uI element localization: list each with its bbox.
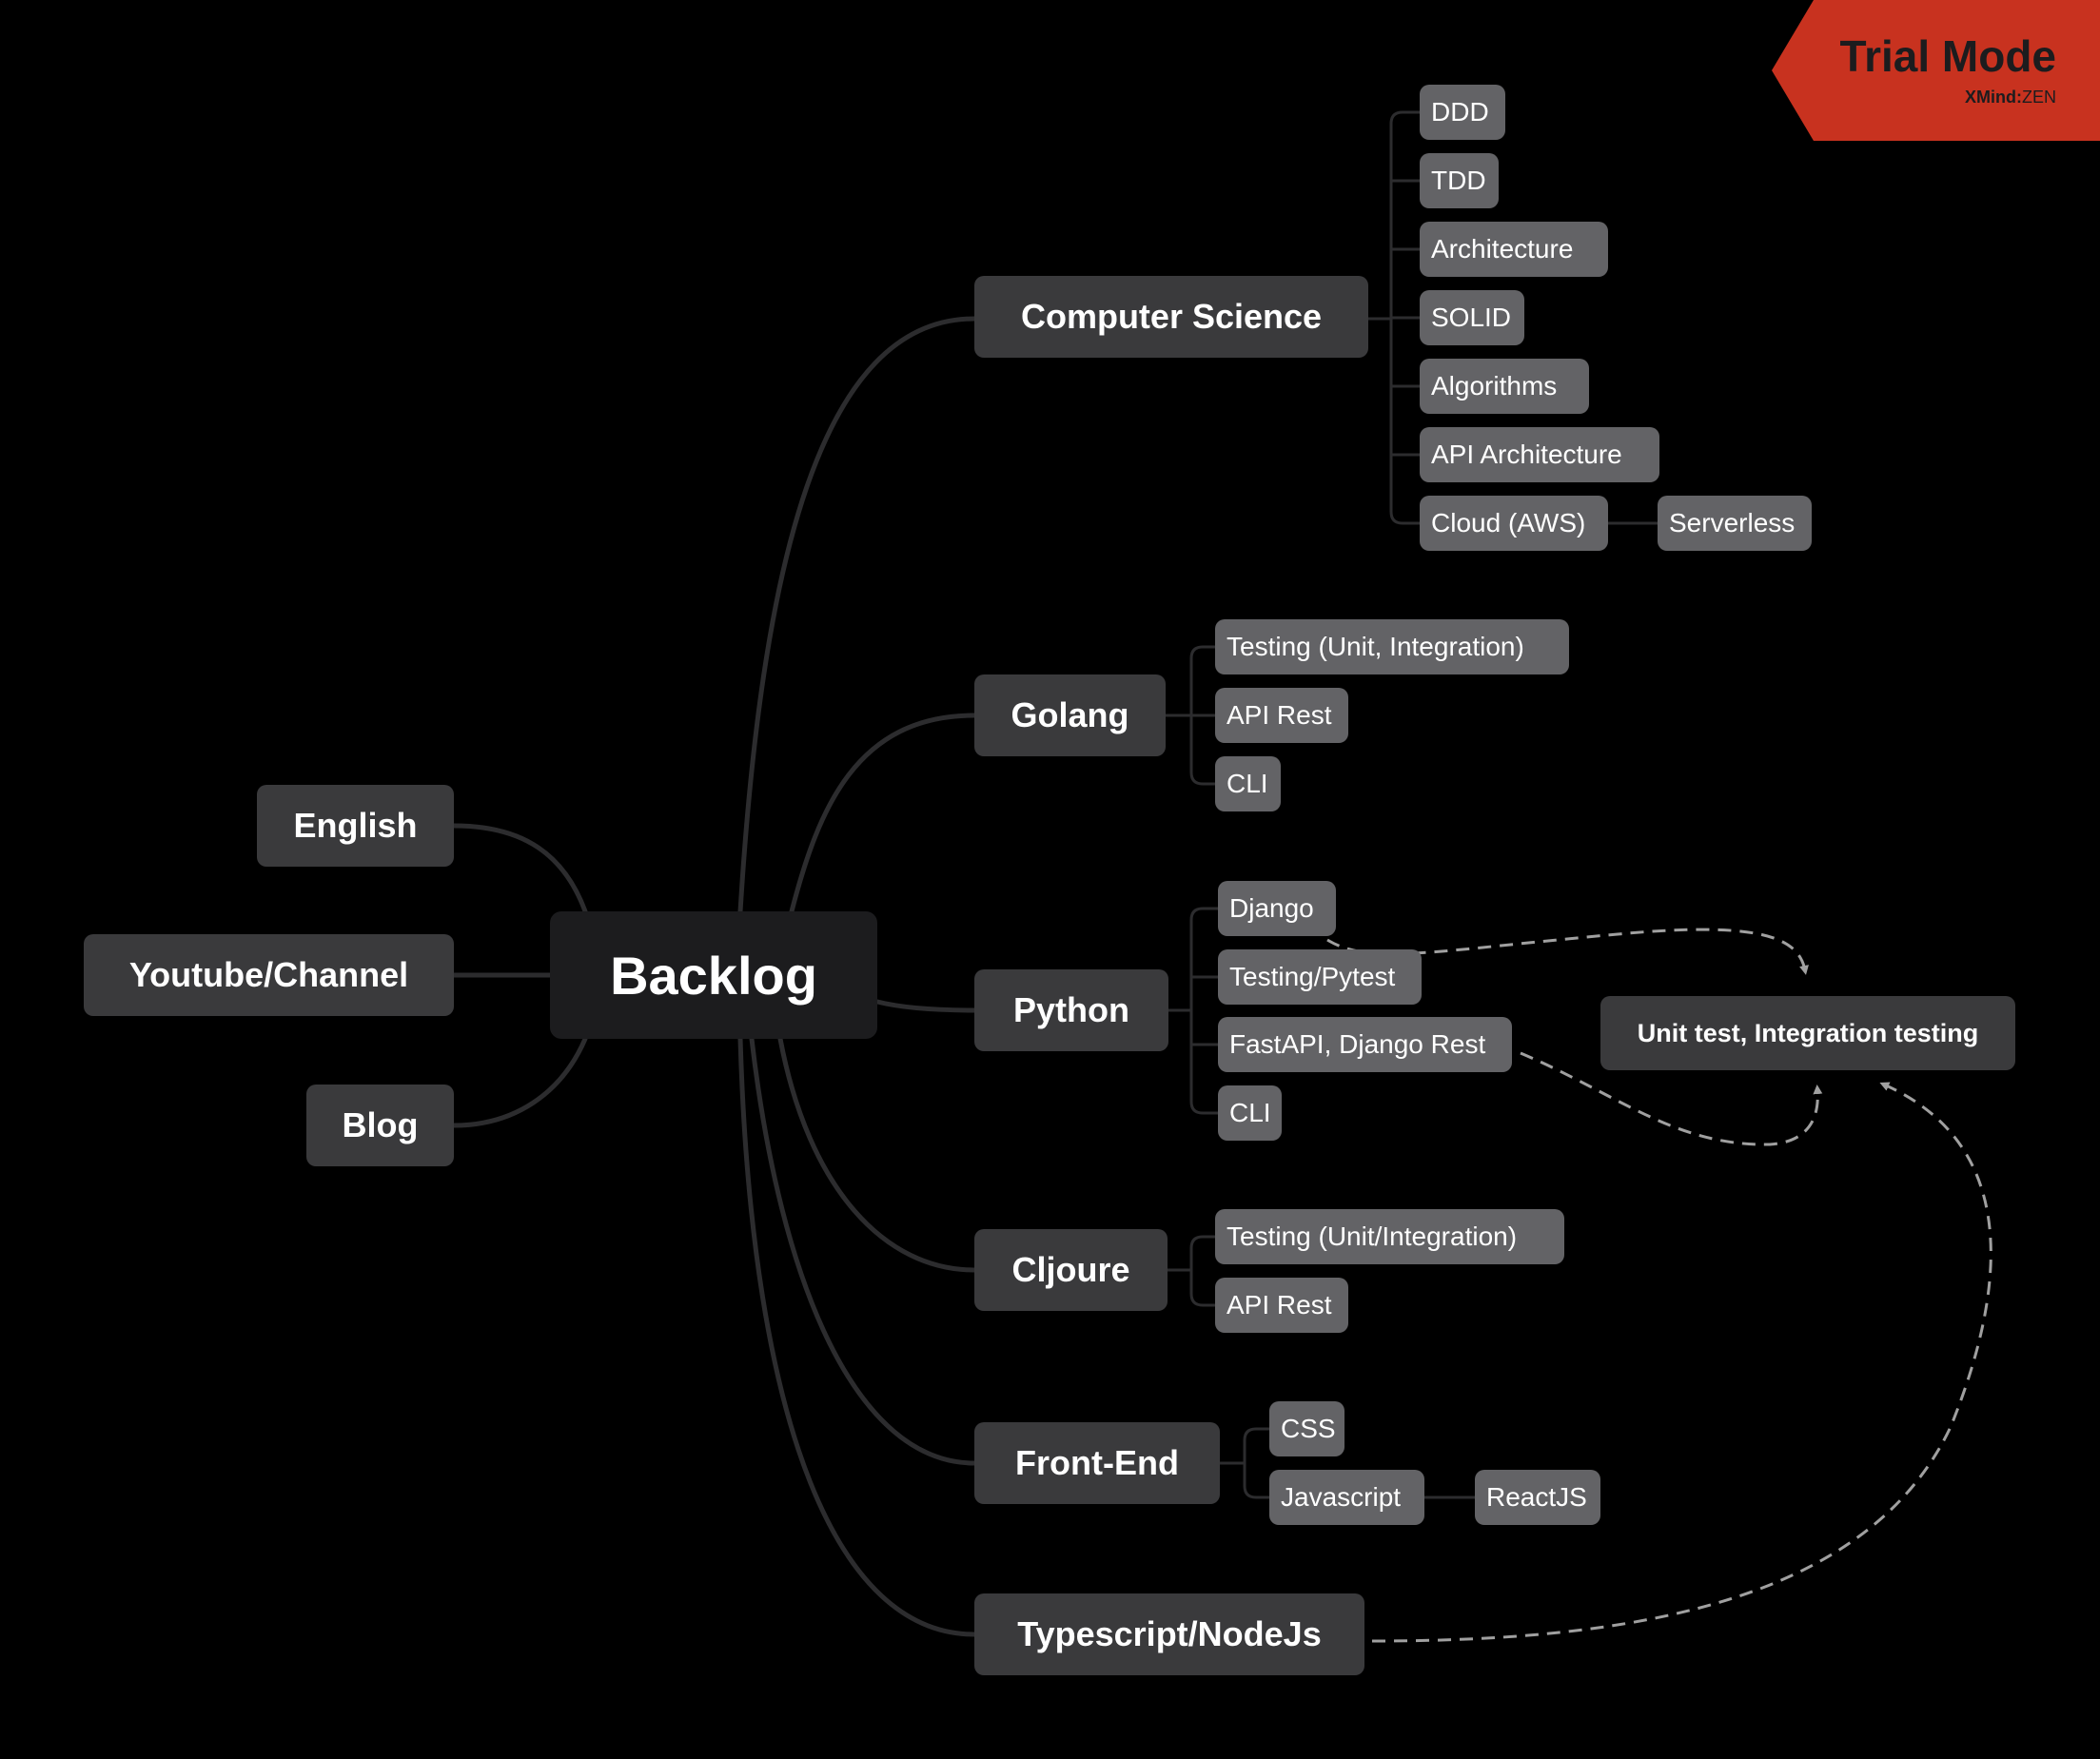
branch-computer-science (737, 316, 977, 914)
subtopic-javascript[interactable]: Javascript (1269, 1470, 1424, 1525)
brand-name: XMind (1965, 88, 2016, 107)
topic-typescript-nodejs[interactable]: Typescript/NodeJs (974, 1593, 1364, 1675)
central-topic[interactable]: Backlog (550, 911, 877, 1039)
topic-youtube-channel[interactable]: Youtube/Channel (84, 934, 454, 1016)
trial-mode-title: Trial Mode (1839, 31, 2056, 81)
trial-badge-shape (1772, 0, 2100, 141)
subtopic-cljoure-testing[interactable]: Testing (Unit/Integration) (1215, 1209, 1564, 1264)
branch-python (874, 999, 977, 1013)
bracket-front-end (1220, 1427, 1269, 1499)
bracket-cljoure (1168, 1235, 1215, 1307)
branch-blog (451, 1036, 588, 1128)
bracket-golang (1166, 645, 1215, 786)
subtopic-django[interactable]: Django (1218, 881, 1336, 936)
bracket-computer-science (1368, 110, 1420, 525)
subtopic-css[interactable]: CSS (1269, 1401, 1344, 1456)
topic-cljoure[interactable]: Cljoure (974, 1229, 1168, 1311)
branch-typescript (737, 1036, 977, 1637)
subtopic-cljoure-api-rest[interactable]: API Rest (1215, 1278, 1348, 1333)
subtopic-serverless[interactable]: Serverless (1658, 496, 1812, 551)
topic-english[interactable]: English (257, 785, 454, 867)
branch-english (451, 823, 588, 914)
branch-cljoure (777, 1036, 977, 1273)
subtopic-tdd[interactable]: TDD (1420, 153, 1499, 208)
subtopic-golang-cli[interactable]: CLI (1215, 756, 1281, 811)
bracket-python (1168, 907, 1218, 1115)
subtopic-python-cli[interactable]: CLI (1218, 1085, 1282, 1141)
subtopic-ddd[interactable]: DDD (1420, 85, 1505, 140)
relationship-typescript (1371, 1082, 1992, 1643)
subtopic-fastapi-django-rest[interactable]: FastAPI, Django Rest (1218, 1017, 1512, 1072)
subtopic-golang-testing[interactable]: Testing (Unit, Integration) (1215, 619, 1569, 674)
trial-mode-brand: XMind:ZEN (1965, 88, 2056, 107)
topic-golang[interactable]: Golang (974, 674, 1166, 756)
topic-computer-science[interactable]: Computer Science (974, 276, 1368, 358)
subtopic-solid[interactable]: SOLID (1420, 290, 1524, 345)
subtopic-api-architecture[interactable]: API Architecture (1420, 427, 1659, 482)
subtopic-testing-pytest[interactable]: Testing/Pytest (1218, 949, 1422, 1005)
subtopic-cloud-aws[interactable]: Cloud (AWS) (1420, 496, 1608, 551)
topic-python[interactable]: Python (974, 969, 1168, 1051)
subtopic-reactjs[interactable]: ReactJS (1475, 1470, 1600, 1525)
brand-edition: ZEN (2022, 88, 2056, 107)
branch-front-end (749, 1036, 977, 1466)
branch-golang (789, 713, 977, 914)
subtopic-architecture[interactable]: Architecture (1420, 222, 1608, 277)
topic-front-end[interactable]: Front-End (974, 1422, 1220, 1504)
trial-mode-badge[interactable]: Trial Mode XMind:ZEN (1772, 0, 2100, 141)
subtopic-algorithms[interactable]: Algorithms (1420, 359, 1589, 414)
topic-blog[interactable]: Blog (306, 1085, 454, 1166)
subtopic-golang-api-rest[interactable]: API Rest (1215, 688, 1348, 743)
relationship-fastapi (1520, 1051, 1823, 1146)
floating-topic-unit-integration-testing[interactable]: Unit test, Integration testing (1600, 996, 2015, 1070)
